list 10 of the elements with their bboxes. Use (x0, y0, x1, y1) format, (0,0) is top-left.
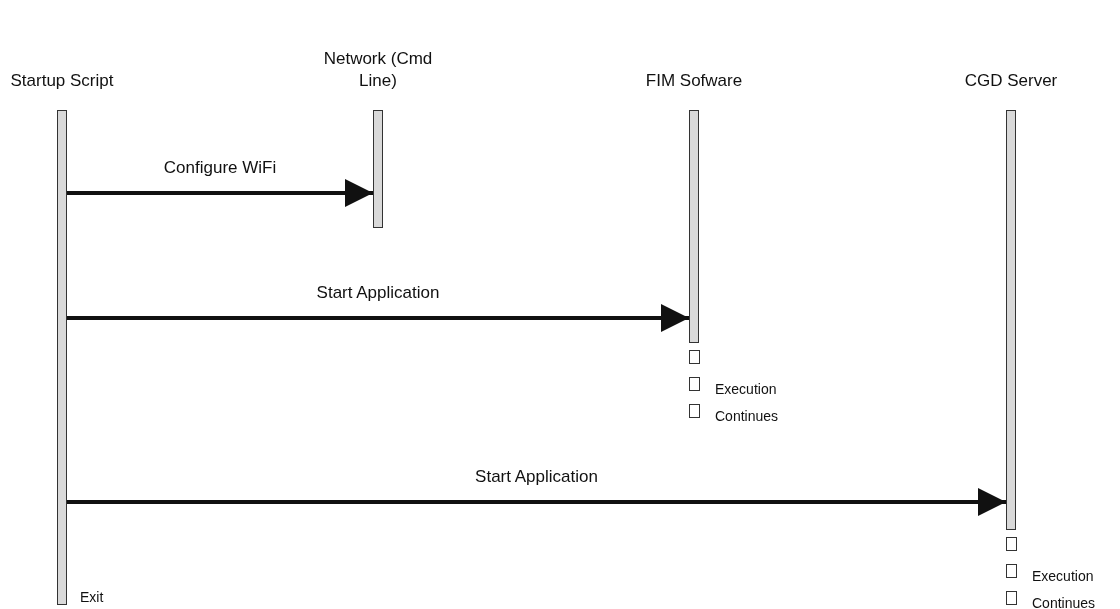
note-text: Execution Continues (1032, 567, 1097, 609)
arrow (67, 304, 689, 332)
participant-label: CGD Server (964, 70, 1058, 92)
participant-label: Network (Cmd Line) (323, 48, 433, 92)
arrow (67, 179, 373, 207)
note-text: Execution Continues (715, 380, 780, 426)
arrow (67, 488, 1006, 516)
participant-label: Startup Script (10, 70, 114, 92)
note-text: Exit (80, 588, 104, 607)
participant-label: FIM Sofware (645, 70, 743, 92)
